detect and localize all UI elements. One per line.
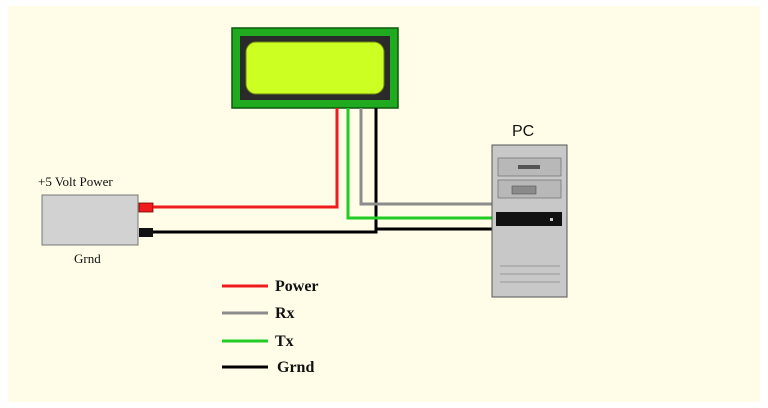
pc-front-panel [496, 212, 562, 226]
power-supply-box [41, 194, 139, 246]
power-terminal-ground [139, 228, 153, 237]
power-supply [41, 194, 154, 246]
wires [153, 108, 492, 234]
legend: Power Rx Tx Grnd [222, 278, 319, 376]
wire-gnd [153, 108, 378, 234]
pc-indicator [550, 218, 553, 221]
lcd-screen [245, 41, 385, 95]
lcd-display [231, 27, 399, 109]
legend-label-grnd: Grnd [277, 359, 314, 376]
pc-drive-slot-upper [518, 165, 540, 169]
power-terminal-positive [138, 202, 154, 213]
legend-label-tx: Tx [275, 333, 294, 350]
pc-label: PC [512, 123, 534, 140]
legend-label-power: Power [275, 278, 319, 295]
power-supply-label: +5 Volt Power [38, 174, 113, 189]
wire-rx [359, 108, 492, 206]
pc-drive-slot-lower [511, 185, 537, 195]
legend-label-rx: Rx [275, 305, 295, 322]
wire-tx [346, 108, 492, 220]
pc-tower [491, 144, 568, 298]
ground-terminal-label: Grnd [74, 251, 101, 266]
wire-power [153, 108, 339, 209]
